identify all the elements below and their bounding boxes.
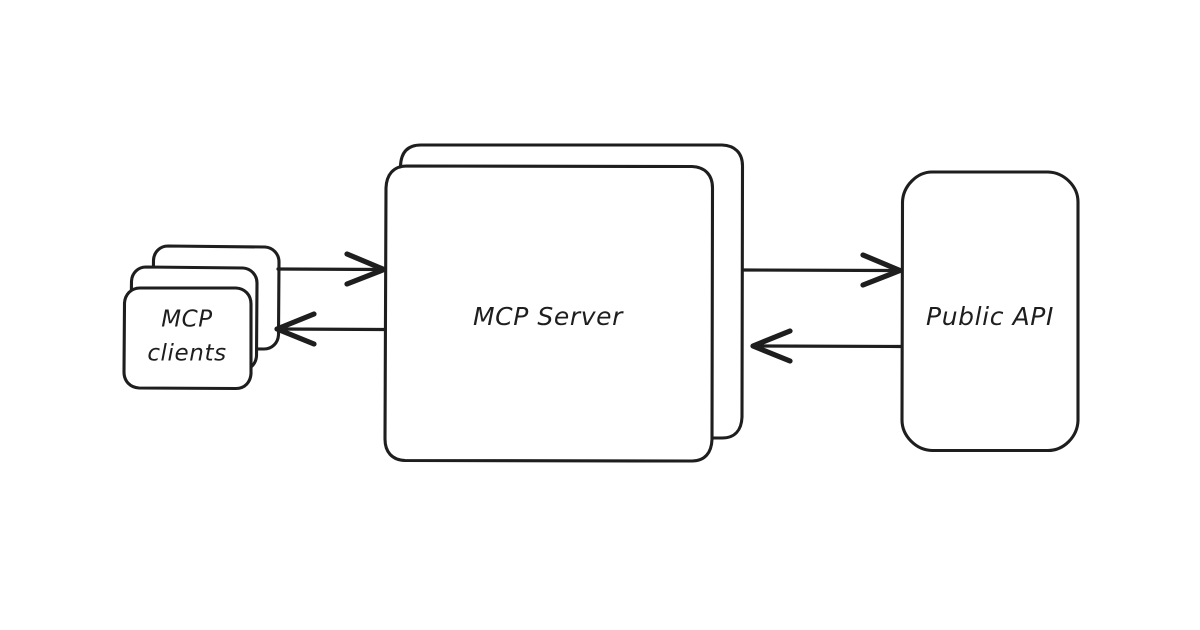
- edge-server-to-api[interactable]: [742, 252, 903, 288]
- mcp-clients-label-line-1: MCP: [161, 307, 213, 333]
- node-mcp-clients[interactable]: MCP clients: [122, 244, 281, 391]
- public-api-card: [900, 170, 1080, 453]
- edge-api-to-server-arrowhead: [750, 328, 793, 364]
- edge-server-to-clients-arrowhead: [274, 311, 317, 347]
- edge-server-to-clients-shaft: [277, 327, 387, 332]
- edge-clients-to-server-shaft: [276, 267, 385, 272]
- edge-server-to-clients[interactable]: [274, 311, 387, 347]
- edge-server-to-api-shaft: [742, 268, 901, 273]
- edge-server-to-api-arrowhead: [860, 252, 903, 288]
- mcp-clients-label-line-2: clients: [147, 341, 226, 367]
- mcp-server-stack-card-front: [383, 164, 715, 463]
- mcp-server-label: MCP Server: [473, 302, 624, 331]
- node-public-api[interactable]: Public API: [900, 170, 1080, 453]
- edge-api-to-server-shaft: [753, 344, 903, 349]
- mcp-clients-stack-card-front: [122, 286, 253, 391]
- edge-clients-to-server[interactable]: [276, 251, 387, 287]
- public-api-label: Public API: [926, 302, 1054, 331]
- node-mcp-server[interactable]: MCP Server: [383, 143, 745, 463]
- edge-clients-to-server-arrowhead: [344, 251, 387, 287]
- edge-api-to-server[interactable]: [750, 328, 903, 364]
